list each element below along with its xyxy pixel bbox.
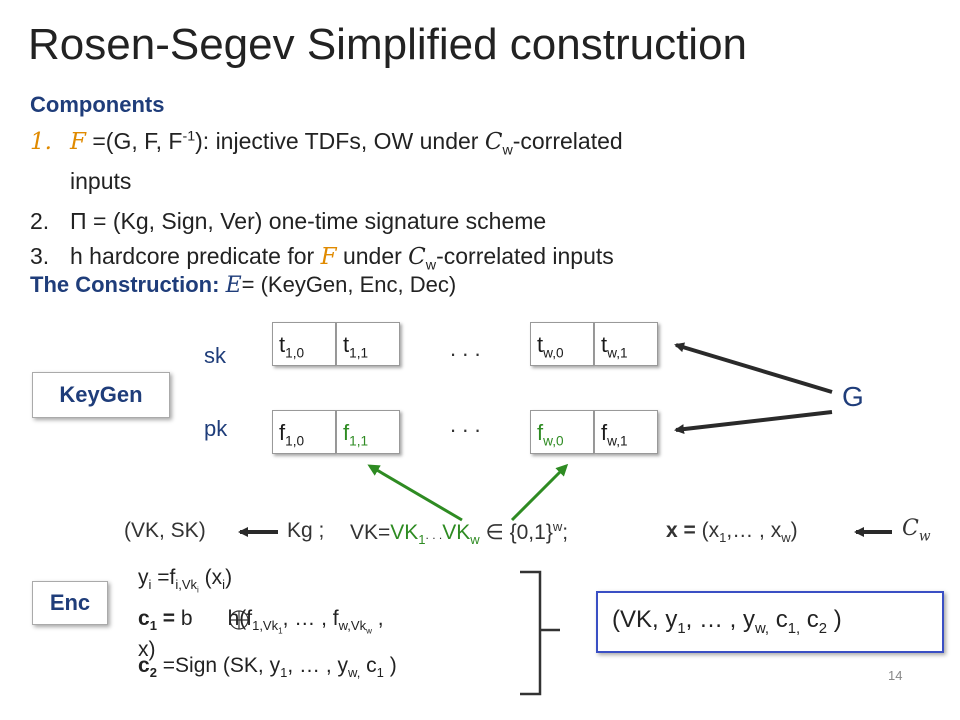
vk1-select-arrow	[367, 464, 463, 522]
item-text: ): injective TDFs, OW under	[195, 128, 479, 154]
cw-sampler: Cw	[902, 516, 931, 545]
construction-text: = (KeyGen, Enc, Dec)	[241, 272, 457, 297]
pk-label: pk	[204, 416, 228, 441]
sk-cell-1-1: t1,1	[336, 322, 400, 366]
pk-cell-w-0: fw,0	[530, 410, 594, 454]
scheme-symbol: E	[225, 273, 242, 298]
item-text: =(G, F, F	[92, 128, 183, 154]
item-text: under	[342, 243, 402, 269]
item-text: -correlated inputs	[436, 243, 614, 269]
page-number: 14	[888, 668, 903, 683]
keygen-box: KeyGen	[32, 372, 170, 418]
ciphertext: (VK, y1, … , yw, c1, c2 )	[612, 606, 842, 637]
sk-cell-1-0: t1,0	[272, 322, 336, 366]
enc-c1-line: c1 = b h(f1,Vk1, … , fw,Vkw ,	[138, 607, 384, 636]
g-to-sk-arrow	[674, 342, 833, 394]
inverse-sup: -1	[182, 128, 196, 145]
enc-box: Enc	[32, 581, 108, 625]
component-item-2: 2. Π = (Kg, Sign, Ver) one-time signature…	[30, 208, 546, 235]
item-text: -correlated	[512, 128, 623, 154]
kg-call: Kg ;	[287, 519, 325, 542]
construction-heading: The Construction:	[30, 272, 220, 297]
sk-ellipsis: . . .	[450, 336, 481, 361]
components-heading: Components	[30, 92, 165, 117]
vk-vector: VK=VK1. . .VKw ∈ {0,1}w;	[350, 519, 569, 548]
slide-title: Rosen-Segev Simplified construction	[28, 20, 748, 69]
item-text: Π = (Kg, Sign, Ver) one-time signature s…	[70, 208, 547, 234]
item-number: 1.	[30, 129, 52, 155]
enc-c2-line: c2 =Sign (SK, y1, … , yw, c1 )	[138, 654, 397, 681]
enc-c1-cont: x)	[138, 638, 156, 661]
item-number: 2.	[30, 208, 50, 234]
g-to-pk-arrow	[674, 410, 833, 435]
sk-label: sk	[204, 343, 226, 368]
component-item-1-cont: inputs	[70, 168, 132, 194]
correlation-sub: w	[425, 257, 437, 274]
vkw-select-arrow	[510, 463, 569, 522]
vk-sk-output: (VK, SK)	[124, 519, 206, 542]
enc-bracket	[520, 570, 542, 696]
correlation-sub: w	[502, 142, 513, 159]
component-item-3: 3. h hardcore predicate for F under Cw-co…	[30, 243, 614, 274]
pk-ellipsis: . . .	[450, 412, 481, 437]
tdf-family-symbol: F	[320, 244, 337, 270]
x-vector: x = (x1,… , xw)	[666, 519, 798, 546]
pk-cell-w-1: fw,1	[594, 410, 658, 454]
enc-y-line: yi =fi,Vki (xi)	[138, 566, 233, 595]
item-text: h hardcore predicate for	[70, 243, 315, 269]
sk-cell-w-1: tw,1	[594, 322, 658, 366]
g-label: G	[842, 381, 864, 412]
construction-line: The Construction: E= (KeyGen, Enc, Dec)	[30, 272, 456, 298]
pk-cell-1-0: f1,0	[272, 410, 336, 454]
correlation-symbol: C	[484, 129, 503, 155]
item-number: 3.	[30, 243, 50, 269]
correlation-symbol: C	[408, 244, 426, 270]
sk-cell-w-0: tw,0	[530, 322, 594, 366]
tdf-family-symbol: F	[70, 129, 86, 155]
component-item-1: 1. F =(G, F, F-1): injective TDFs, OW und…	[30, 128, 623, 159]
pk-cell-1-1: f1,1	[336, 410, 400, 454]
ciphertext-box	[596, 591, 944, 653]
